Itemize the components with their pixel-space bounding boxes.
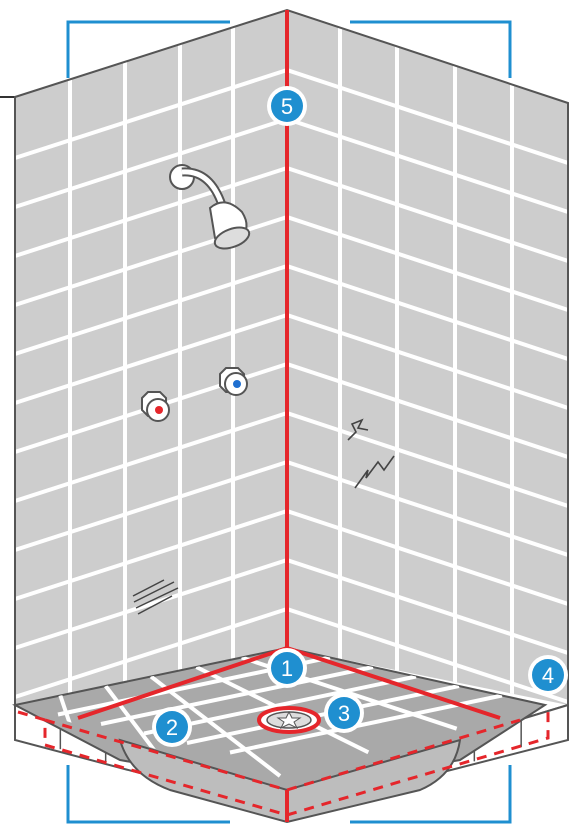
callout-number: 3 bbox=[338, 701, 350, 726]
cold-water-knob-icon bbox=[220, 368, 247, 395]
callout-number: 2 bbox=[166, 715, 178, 740]
callout-number: 1 bbox=[281, 656, 293, 681]
right-wall bbox=[287, 10, 568, 705]
callout-number: 5 bbox=[281, 94, 293, 119]
callout-badge-1: 1 bbox=[267, 648, 307, 688]
callout-badge-4: 4 bbox=[528, 655, 568, 695]
callout-number: 4 bbox=[542, 663, 554, 688]
callout-badge-2: 2 bbox=[152, 707, 192, 747]
drain-icon bbox=[259, 708, 319, 732]
callout-badge-3: 3 bbox=[324, 693, 364, 733]
callout-badge-5: 5 bbox=[267, 86, 307, 126]
